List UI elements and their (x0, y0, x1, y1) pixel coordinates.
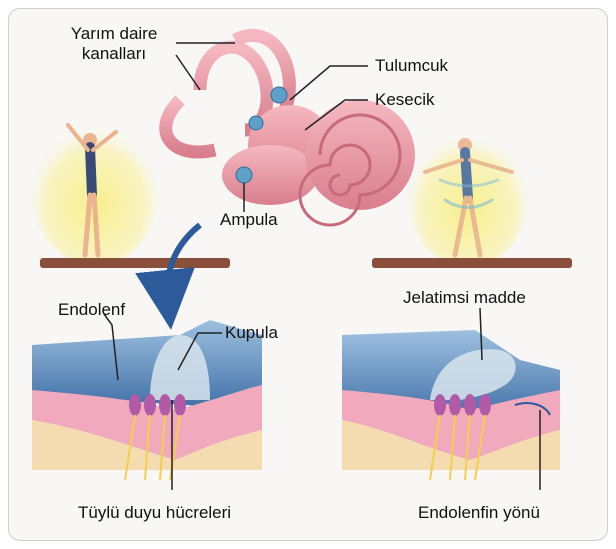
semicircular-canal-lateral (159, 95, 217, 159)
label-semicircular-canals-line2: kanalları (81, 44, 147, 63)
label-endolymph-direction: Endolenfin yönü (418, 503, 540, 522)
right-nerve-fibers (429, 414, 486, 481)
label-saccule: Kesecik (375, 90, 435, 109)
left-floor (40, 258, 230, 268)
utricle-spot (270, 86, 288, 104)
vestibule-lower (222, 145, 318, 205)
ampulla-spot (235, 166, 253, 184)
right-gelatinous-substance (430, 349, 516, 400)
leader-cupula (177, 332, 222, 371)
label-gelatinous-substance: Jelatimsi madde (403, 288, 526, 307)
right-floor (372, 258, 572, 268)
label-hair-cells: Tüylü duyu hücreleri (78, 503, 232, 522)
right-hair-cells (434, 394, 491, 416)
left-gymnast-figure (66, 123, 118, 258)
label-endolymph: Endolenf (58, 300, 126, 319)
label-utricle: Tulumcuk (375, 56, 449, 75)
leader-endolymph (103, 313, 119, 381)
left-tissue-tan (32, 420, 262, 470)
label-cupula: Kupula (225, 323, 278, 342)
leader-gelatinous (479, 307, 483, 361)
label-semicircular-canals: Yarım daire kanalları (52, 24, 176, 64)
ampulla-spot-upper (248, 115, 264, 131)
leader-saccule (304, 99, 368, 131)
inner-ear (159, 28, 415, 227)
cochlea (298, 100, 415, 227)
label-ampulla: Ampula (220, 210, 278, 229)
label-semicircular-canals-line1: Yarım daire (70, 24, 158, 43)
leader-semicircular-canals-2 (175, 54, 201, 91)
left-gymnast-scene (30, 115, 230, 268)
right-gymnast-figure (423, 138, 514, 258)
right-tissue-tan (342, 420, 560, 470)
right-tissue-pink (342, 390, 560, 460)
leader-lines (103, 42, 541, 490)
left-hair-cells (129, 394, 186, 416)
left-tissue-pink (32, 385, 262, 460)
zoom-arrow (135, 222, 202, 330)
semicircular-canal-posterior (232, 28, 296, 113)
right-cupula-detail (342, 330, 560, 481)
left-cupula-detail (32, 320, 262, 481)
leader-utricle (289, 65, 368, 101)
right-gymnast-scene (372, 123, 572, 268)
endolymph-flow-arrow (514, 402, 551, 416)
